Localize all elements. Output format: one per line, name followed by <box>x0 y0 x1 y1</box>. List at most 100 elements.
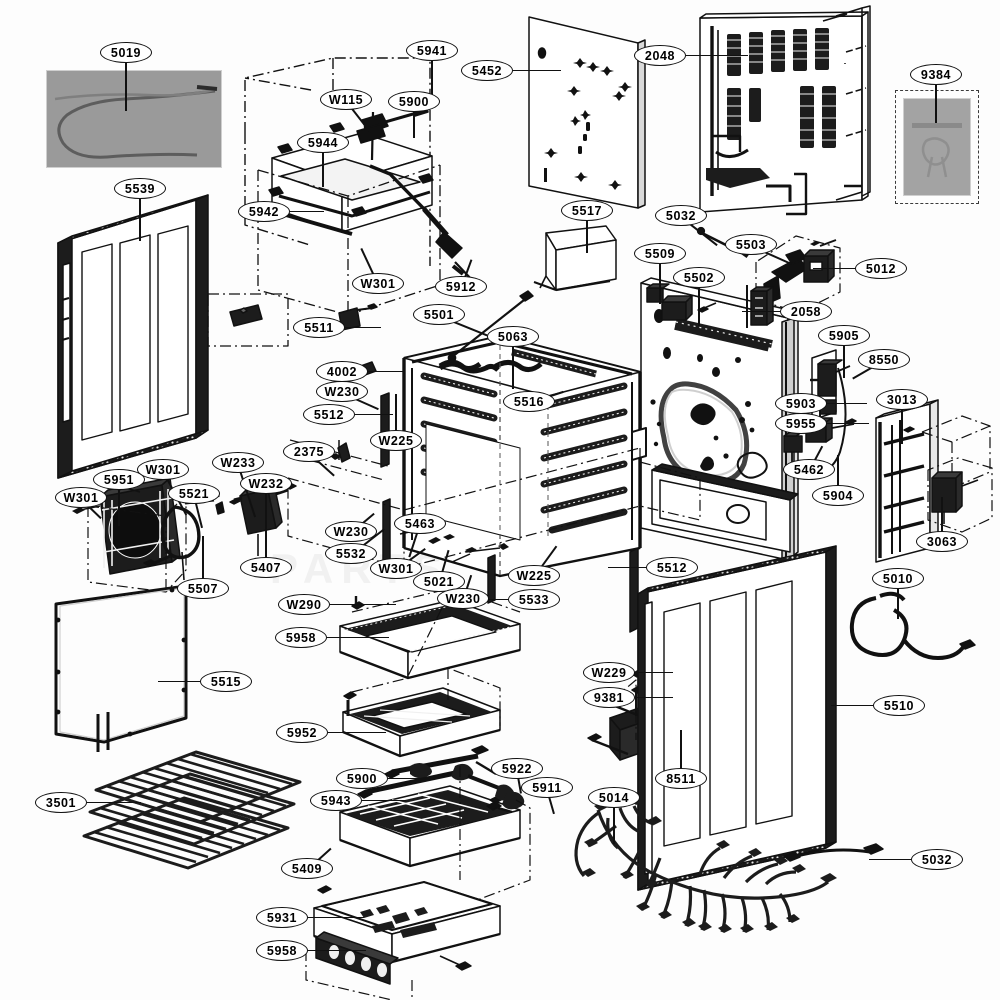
callout-w229[interactable]: W229 <box>583 662 635 683</box>
part-5509-top-clip <box>646 283 670 303</box>
leader-line-9381 <box>635 696 673 699</box>
callout-w233[interactable]: W233 <box>212 452 264 473</box>
callout-5463[interactable]: 5463 <box>394 513 446 534</box>
leader-line-5931 <box>308 916 364 919</box>
callout-5512[interactable]: 5512 <box>646 557 698 578</box>
callout-5509[interactable]: 5509 <box>634 243 686 264</box>
callout-2375[interactable]: 2375 <box>283 441 335 462</box>
callout-5517[interactable]: 5517 <box>561 200 613 221</box>
callout-5462[interactable]: 5462 <box>783 459 835 480</box>
callout-w232[interactable]: W232 <box>240 473 292 494</box>
callout-5010[interactable]: 5010 <box>872 568 924 589</box>
callout-5944[interactable]: 5944 <box>297 132 349 153</box>
callout-5912[interactable]: 5912 <box>435 276 487 297</box>
leader-line-5903 <box>827 402 867 405</box>
callout-5951[interactable]: 5951 <box>93 469 145 490</box>
callout-5931[interactable]: 5931 <box>256 907 308 928</box>
callout-5941[interactable]: 5941 <box>406 40 458 61</box>
callout-5539[interactable]: 5539 <box>114 178 166 199</box>
callout-w301[interactable]: W301 <box>370 558 422 579</box>
callout-5516[interactable]: 5516 <box>503 391 555 412</box>
callout-5507[interactable]: 5507 <box>177 578 229 599</box>
callout-8511[interactable]: 8511 <box>655 768 707 789</box>
leader-line-5014 <box>613 808 615 844</box>
part-5501-rod <box>447 290 534 363</box>
callout-5515[interactable]: 5515 <box>200 671 252 692</box>
part-5944-slide <box>268 122 434 236</box>
callout-w301[interactable]: W301 <box>352 273 404 294</box>
leader-line-5904 <box>837 455 839 485</box>
callout-5409[interactable]: 5409 <box>281 858 333 879</box>
callout-9381[interactable]: 9381 <box>583 687 635 708</box>
callout-5955[interactable]: 5955 <box>775 413 827 434</box>
part-5452-back-panel <box>528 16 646 209</box>
callout-8550[interactable]: 8550 <box>858 349 910 370</box>
callout-5900[interactable]: 5900 <box>336 768 388 789</box>
callout-5943[interactable]: 5943 <box>310 790 362 811</box>
callout-4002[interactable]: 4002 <box>316 361 368 382</box>
callout-9384[interactable]: 9384 <box>910 64 962 85</box>
callout-5903[interactable]: 5903 <box>775 393 827 414</box>
callout-5512[interactable]: 5512 <box>303 404 355 425</box>
part-5516-oven-cavity <box>402 334 647 578</box>
callout-5952[interactable]: 5952 <box>276 722 328 743</box>
callout-5012[interactable]: 5012 <box>855 258 907 279</box>
callout-5501[interactable]: 5501 <box>413 304 465 325</box>
callout-5014[interactable]: 5014 <box>588 787 640 808</box>
callout-3063[interactable]: 3063 <box>916 531 968 552</box>
callout-5407[interactable]: 5407 <box>240 557 292 578</box>
callout-5922[interactable]: 5922 <box>491 758 543 779</box>
leader-line-3501 <box>87 801 141 804</box>
callout-5502[interactable]: 5502 <box>673 267 725 288</box>
callout-2048[interactable]: 2048 <box>634 45 686 66</box>
callout-5900[interactable]: 5900 <box>388 91 440 112</box>
callout-5533[interactable]: 5533 <box>508 589 560 610</box>
leader-line-w225 <box>395 394 397 430</box>
callout-w230[interactable]: W230 <box>316 381 368 402</box>
callout-w225[interactable]: W225 <box>370 430 422 451</box>
callout-5942[interactable]: 5942 <box>238 201 290 222</box>
callout-5532[interactable]: 5532 <box>325 543 377 564</box>
callout-w230[interactable]: W230 <box>437 588 489 609</box>
callout-w230[interactable]: W230 <box>325 521 377 542</box>
leader-line-5958 <box>327 636 389 639</box>
callout-w301[interactable]: W301 <box>137 459 189 480</box>
callout-3501[interactable]: 3501 <box>35 792 87 813</box>
part-5021-pin <box>428 537 441 544</box>
leader-line-3063 <box>941 497 943 531</box>
callout-w290[interactable]: W290 <box>278 594 330 615</box>
leader-line-2058 <box>742 310 780 313</box>
callout-2058[interactable]: 2058 <box>780 301 832 322</box>
callout-5911[interactable]: 5911 <box>521 777 573 798</box>
callout-5510[interactable]: 5510 <box>873 695 925 716</box>
callout-5511[interactable]: 5511 <box>293 317 345 338</box>
callout-5019[interactable]: 5019 <box>100 42 152 63</box>
leader-line-5944 <box>322 153 324 187</box>
leader-line-5032 <box>869 858 911 861</box>
callout-5452[interactable]: 5452 <box>461 60 513 81</box>
callout-5032[interactable]: 5032 <box>911 849 963 870</box>
leader-line-3013 <box>901 410 903 444</box>
callout-w301[interactable]: W301 <box>55 487 107 508</box>
part-5012-switch <box>803 239 837 283</box>
callout-5521[interactable]: 5521 <box>168 483 220 504</box>
callout-5503[interactable]: 5503 <box>725 234 777 255</box>
photo-inset-9384 <box>903 98 971 196</box>
leader-line-w229 <box>635 671 673 674</box>
callout-5905[interactable]: 5905 <box>818 325 870 346</box>
leader-line-5539 <box>139 199 141 241</box>
callout-5958[interactable]: 5958 <box>256 940 308 961</box>
callout-5904[interactable]: 5904 <box>812 485 864 506</box>
leader-line-5951 <box>118 490 120 526</box>
callout-w225[interactable]: W225 <box>508 565 560 586</box>
part-5509-side-panel <box>640 277 799 567</box>
callout-3013[interactable]: 3013 <box>876 389 928 410</box>
callout-w115[interactable]: W115 <box>320 89 372 110</box>
callout-5958[interactable]: 5958 <box>275 627 327 648</box>
leader-line-5510 <box>831 704 873 707</box>
callout-5063[interactable]: 5063 <box>487 326 539 347</box>
callout-5021[interactable]: 5021 <box>413 571 465 592</box>
leader-line-5012 <box>813 267 855 270</box>
callout-5032[interactable]: 5032 <box>655 205 707 226</box>
